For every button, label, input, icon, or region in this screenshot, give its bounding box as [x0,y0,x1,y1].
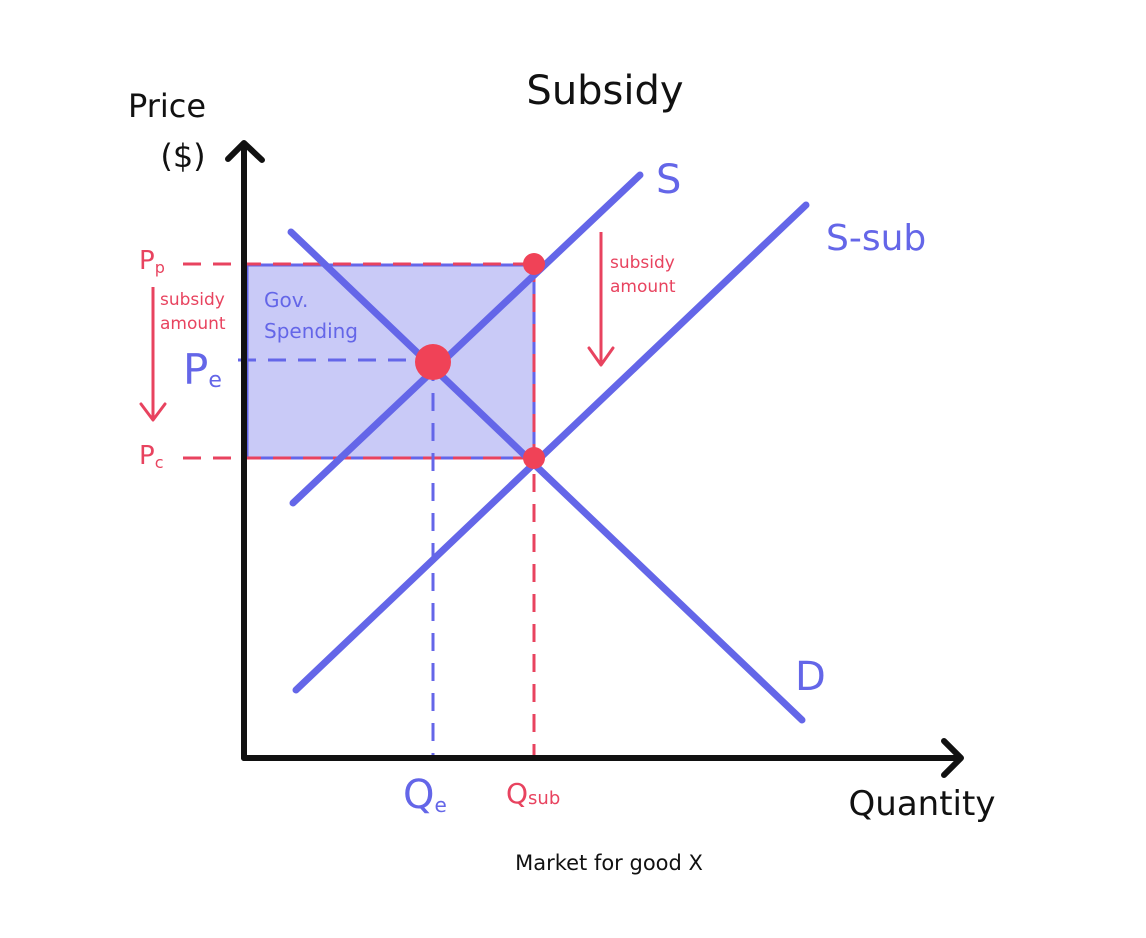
x-axis-label: Quantity [849,784,996,824]
consumer-price-label: Pc [139,441,163,472]
producer-price-label: Pp [139,246,165,277]
x-axis-arrowhead [941,738,964,778]
right-subsidy-amount-line2: amount [610,277,676,297]
gov-spending-label-line1: Gov. [264,288,308,312]
subsidized-supply-curve [292,201,810,694]
y-axis-label-line2: ($) [160,137,205,175]
equilibrium-price-label: Pe [183,345,222,394]
left-subsidy-amount-line1: subsidy [160,290,225,310]
demand-curve [287,228,806,724]
chart-title: Subsidy [526,68,683,114]
gov-spending-label-line2: Spending [264,319,358,343]
subsidized-supply-curve-label: S-sub [826,218,926,259]
subsidized-equilibrium-point [523,447,545,469]
left-subsidy-arrow [139,287,167,422]
equilibrium-point [415,344,451,380]
supply-curve [289,171,644,507]
left-subsidy-amount-line2: amount [160,314,226,334]
diagram-caption: Market for good X [515,851,703,875]
equilibrium-quantity-label: Qe [403,772,447,818]
axes [225,140,964,778]
y-axis-arrowhead [225,140,265,163]
subsidized-quantity-label: Qsub [506,777,560,810]
demand-curve-label: D [795,654,826,700]
y-axis-label-line1: Price [128,87,206,125]
right-subsidy-arrow [587,232,615,367]
producer-price-point [523,253,545,275]
supply-curve-label: S [656,157,681,203]
right-subsidy-amount-line1: subsidy [610,253,675,273]
